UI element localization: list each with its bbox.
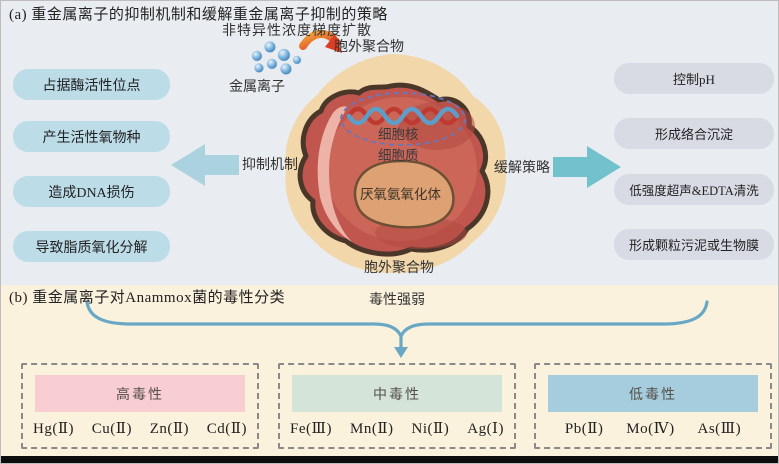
low-toxicity-group: 低毒性 Pb(Ⅱ) Mo(Ⅳ) As(Ⅲ) [534,363,772,449]
ion-mo: Mo(Ⅳ) [626,420,675,437]
ion-cd: Cd(Ⅱ) [206,420,247,437]
ion-zn: Zn(Ⅱ) [149,420,190,437]
inhibition-box-ros: 产生活性氧物种 [13,121,170,152]
mitigation-box-ultrasound-edta: 低强度超声&EDTA清洗 [614,174,774,205]
mitigation-box-ph: 控制pH [614,63,774,94]
panel-b-label: (b) [9,290,28,306]
ion-ag: Ag(Ⅰ) [467,420,504,437]
metal-ions-label: 金属离子 [229,80,285,95]
panel-a-label: (a) [9,7,28,23]
ion-ni: Ni(Ⅱ) [411,420,450,437]
medium-toxicity-header: 中毒性 [292,375,502,412]
ion-mn: Mn(Ⅱ) [349,420,394,437]
mitigation-arrow-label: 缓解策略 [494,161,550,176]
ion-pb: Pb(Ⅱ) [564,420,604,437]
high-toxicity-ions: Hg(Ⅱ) Cu(Ⅱ) Zn(Ⅱ) Cd(Ⅱ) [29,416,251,440]
ion-cu: Cu(Ⅱ) [91,420,132,437]
ion-as: As(Ⅲ) [697,420,742,437]
inhibition-arrow-label: 抑制机制 [242,158,298,173]
high-toxicity-header: 高毒性 [35,375,245,412]
low-toxicity-ions: Pb(Ⅱ) Mo(Ⅳ) As(Ⅲ) [542,416,764,440]
anammoxosome-label: 厌氧氨氧化体 [360,187,441,202]
nucleus-label: 细胞核 [378,127,419,142]
inhibition-box-dna: 造成DNA损伤 [13,176,170,207]
toxicity-strength-label: 毒性强弱 [369,293,425,308]
inhibition-box-enzyme: 占据酶活性位点 [13,69,170,100]
panel-a-title: (a) 重金属离子的抑制机制和缓解重金属离子抑制的策略 [9,7,388,24]
diffusion-label: 非特异性浓度梯度扩散 [222,24,372,39]
bottom-black-bar [1,456,778,463]
ion-fe: Fe(Ⅲ) [290,420,332,437]
panel-a-title-text: 重金属离子的抑制机制和缓解重金属离子抑制的策略 [31,7,388,23]
high-toxicity-group: 高毒性 Hg(Ⅱ) Cu(Ⅱ) Zn(Ⅱ) Cd(Ⅱ) [21,363,259,449]
mitigation-box-granule-biofilm: 形成颗粒污泥或生物膜 [614,229,774,260]
panel-b-title: (b) 重金属离子对Anammox菌的毒性分类 [9,290,285,307]
medium-toxicity-group: 中毒性 Fe(Ⅲ) Mn(Ⅱ) Ni(Ⅱ) Ag(Ⅰ) [278,363,516,449]
low-toxicity-header: 低毒性 [548,375,758,412]
cytoplasm-label: 细胞质 [378,148,419,163]
eps-top-label: 胞外聚合物 [334,40,404,55]
eps-bottom-label: 胞外聚合物 [364,261,434,276]
ion-hg: Hg(Ⅱ) [33,420,75,437]
medium-toxicity-ions: Fe(Ⅲ) Mn(Ⅱ) Ni(Ⅱ) Ag(Ⅰ) [286,416,508,440]
inhibition-box-lipid: 导致脂质氧化分解 [13,231,170,262]
panel-b-title-text: 重金属离子对Anammox菌的毒性分类 [32,290,286,306]
mitigation-box-precipitation: 形成络合沉淀 [614,118,774,149]
